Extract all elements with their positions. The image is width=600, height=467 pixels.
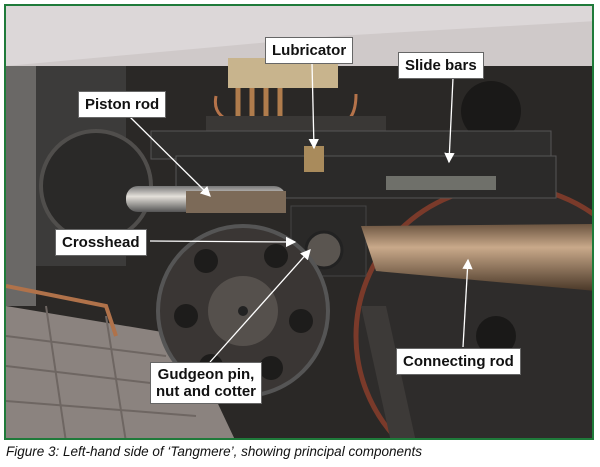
label-gudgeon-pin: Gudgeon pin, nut and cotter: [150, 362, 262, 404]
label-lubricator: Lubricator: [265, 37, 354, 64]
label-slide-bars: Slide bars: [398, 52, 484, 79]
label-crosshead: Crosshead: [55, 229, 147, 256]
label-piston-rod: Piston rod: [78, 91, 167, 118]
figure-caption: Figure 3: Left-hand side of ‘Tangmere’, …: [6, 444, 422, 459]
locomotive-photo: [4, 4, 594, 440]
label-connecting-rod: Connecting rod: [396, 348, 521, 375]
locomotive-illustration: [6, 6, 592, 438]
label-gudgeon-line1: Gudgeon pin,: [157, 366, 255, 383]
label-gudgeon-line2: nut and cotter: [156, 383, 256, 400]
